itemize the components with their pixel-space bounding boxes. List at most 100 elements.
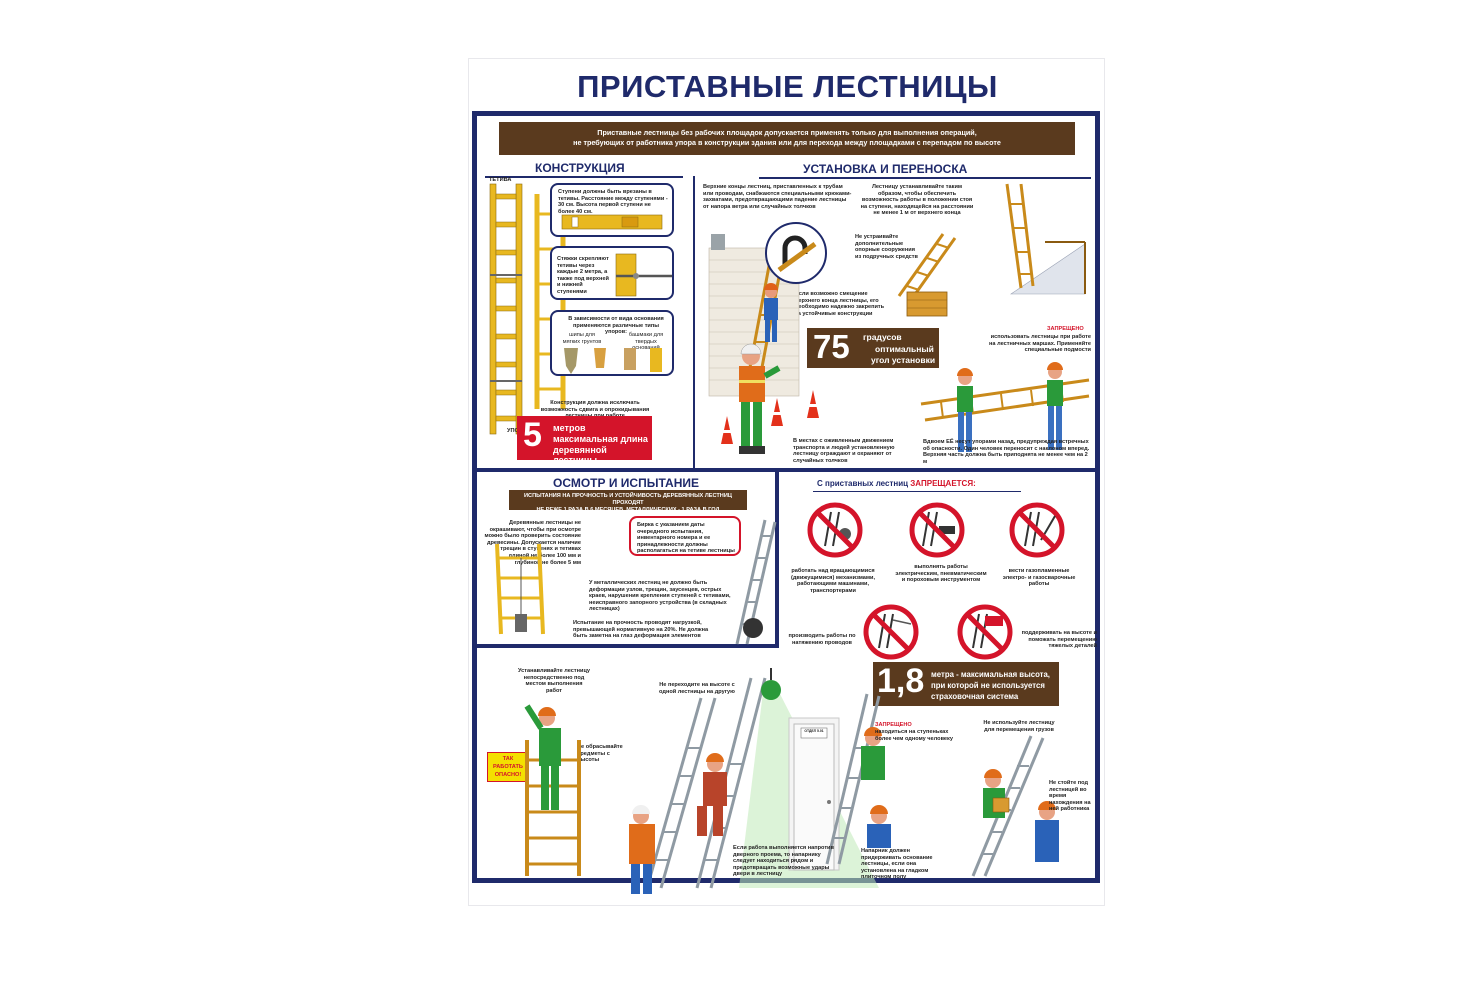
prohibited-heading-end: ЗАПРЕЩАЕТСЯ: [910, 479, 976, 488]
angle-text2: оптимальный [875, 344, 934, 354]
install-note6: В местах с оживленным движением транспор… [793, 438, 895, 464]
max-length-badge: 5 метров максимальная длина деревянной л… [517, 416, 652, 465]
install-note7: Вдвоем ЕЁ несут упорами назад, предупреж… [923, 439, 1090, 465]
max-height-number: 1,8 [877, 662, 925, 700]
callout-tag: Бирка с указанием даты очередного испыта… [629, 516, 741, 556]
prohibited-sign-machinery [807, 502, 863, 558]
workers-near-door [825, 693, 891, 865]
construction-note1: Ступени должны быть врезаны в тетивы. Ра… [558, 189, 668, 215]
angle-text3: угол установки [871, 355, 936, 365]
max-height-badge: 1,8 метра - максимальная высота, при кот… [873, 662, 1059, 706]
divider-mid-left [477, 468, 777, 472]
danger-sign: ТАК РАБОТАТЬ ОПАСНО! [487, 752, 529, 782]
inspection-banner-line1: ИСПЫТАНИЯ НА ПРОЧНОСТЬ И УСТОЙЧИВОСТЬ ДЕ… [524, 493, 732, 506]
prohibited-heading-start: С приставных лестниц [817, 479, 909, 488]
construction-note3-b: башмаки для твердых оснований [628, 332, 664, 352]
divider-mid-right [775, 468, 1099, 472]
hook-icon [777, 235, 817, 273]
install-forbidden-word: ЗАПРЕЩЕНО [1047, 326, 1084, 332]
prohibited-underline [813, 491, 1021, 492]
step-joint-icon [561, 214, 663, 230]
bottom-note7: Не используйте лестницу для перемещения … [983, 720, 1055, 733]
intro-banner-line2: не требующих от работника упора в констр… [573, 138, 1001, 147]
metal-ladder-test [735, 519, 777, 645]
divider-bottom [477, 644, 779, 648]
danger-sign-line2: РАБОТАТЬ [493, 764, 523, 770]
max-height-text3: страховочная система [931, 692, 1019, 701]
divider-vertical-mid [775, 468, 779, 646]
prohibited-item-0: работать над вращающимися (движущимися) … [790, 568, 876, 594]
callout-steps: Ступени должны быть врезаны в тетивы. Ра… [550, 183, 674, 237]
poster: ПРИСТАВНЫЕ ЛЕСТНИЦЫ Приставные лестницы … [468, 58, 1105, 906]
inspection-note4: Испытание на прочность проводят нагрузко… [573, 620, 709, 640]
construction-note2: Стяжки скрепляют тетивы через каждые 2 м… [557, 256, 609, 295]
construction-underline [485, 176, 683, 178]
bottom-note1: Устанавливайте лестницу непосредственно … [518, 668, 590, 694]
bottom-note6: Напарник должен придерживать основание л… [861, 848, 933, 881]
worker-carrying-box-on-ladder [971, 735, 1059, 877]
install-underline [759, 177, 1091, 179]
prohibited-sign-heavy-parts [957, 604, 1013, 660]
door-illustration [788, 717, 840, 871]
workers-two-ladders [629, 677, 767, 894]
door-sign-label: ОТДЕЛ 5.01 [804, 729, 824, 733]
construction-note3-title: В зависимости от вида основания применяю… [568, 316, 664, 336]
wooden-ladder-illustration [489, 183, 523, 435]
ladder-on-stairs [1005, 183, 1086, 295]
inspection-note2: Бирка с указанием даты очередного испыта… [637, 522, 735, 555]
max-length-number: 5 [523, 416, 542, 454]
worker-on-ladder [764, 283, 778, 342]
poster-frame: Приставные лестницы без рабочих площадок… [472, 111, 1100, 894]
max-length-text2: максимальная длина [553, 434, 648, 444]
bottom-note4: Если работа выполняется напротив дверног… [733, 845, 834, 878]
foot-types-icon [564, 348, 662, 374]
install-note3: Не устраивайте дополнительные опорные со… [855, 234, 918, 260]
inspection-banner: ИСПЫТАНИЯ НА ПРОЧНОСТЬ И УСТОЙЧИВОСТЬ ДЕ… [509, 490, 747, 513]
install-note5: использовать лестницы при работе на лест… [989, 334, 1091, 354]
construction-heading: КОНСТРУКЦИЯ [535, 161, 625, 175]
max-height-text2: при которой не используется [931, 681, 1045, 690]
ladder-on-crate [897, 233, 957, 317]
prohibited-item-3: производить работы по натяжению проводов [788, 633, 856, 646]
callout-ties: Стяжки скрепляют тетивы через каждые 2 м… [550, 246, 674, 300]
inspection-note3: У металлических лестниц не должно быть д… [589, 580, 731, 613]
inspection-banner-line2: НЕ РЕЖЕ 1 РАЗА В 6 МЕСЯЦЕВ, МЕТАЛЛИЧЕСКИ… [536, 507, 720, 513]
max-length-text1: метров [553, 423, 586, 433]
wooden-ladder-test [495, 543, 545, 635]
label-tetiva: ТЕТИВА [489, 177, 512, 183]
install-note1: Верхние концы лестниц, приставленных к т… [703, 184, 852, 210]
label-upor: УПОР [507, 428, 523, 434]
prohibited-sign-wires [863, 604, 919, 660]
angle-text1: градусов [863, 332, 902, 342]
max-length-text3: деревянной лестницы [553, 445, 607, 465]
bottom-note5: находиться на ступеньках более чем одном… [875, 729, 953, 742]
install-note4: Если возможно смещение верхнего конца ле… [795, 291, 885, 317]
callout-feet: В зависимости от вида основания применяю… [550, 310, 674, 376]
install-heading: УСТАНОВКА И ПЕРЕНОСКА [803, 162, 968, 176]
callout-hook [765, 222, 827, 284]
worker-on-wooden-ladder [524, 704, 581, 876]
bottom-note2: Не обрасывайте предметы с высоты [577, 744, 623, 764]
angle-number: 75 [813, 328, 850, 365]
tie-rod-icon [615, 253, 672, 297]
prohibited-heading: С приставных лестниц ЗАПРЕЩАЕТСЯ: [817, 479, 976, 488]
bottom-note8: Не стойте под лестницей во время нахожде… [1049, 780, 1091, 813]
bottom-note3: Не переходите на высоте с одной лестницы… [659, 682, 735, 695]
inspection-heading: ОСМОТР И ИСПЫТАНИЕ [553, 476, 699, 490]
poster-title: ПРИСТАВНЫЕ ЛЕСТНИЦЫ [577, 69, 998, 104]
prohibited-item-4: поддерживать на высоте и поможать переме… [1021, 630, 1097, 650]
angle-badge: 75 градусов оптимальный угол установки [807, 328, 939, 368]
intro-banner: Приставные лестницы без рабочих площадок… [499, 122, 1075, 155]
danger-sign-line3: ОПАСНО! [494, 772, 522, 778]
traffic-cones [721, 390, 819, 444]
max-height-text1: метра - максимальная высота, [931, 670, 1050, 679]
bottom-forbidden-word: ЗАПРЕЩЕНО [875, 722, 912, 728]
intro-banner-line1: Приставные лестницы без рабочих площадок… [597, 128, 977, 137]
prohibited-sign-welding [1009, 502, 1065, 558]
two-workers-carrying-ladder [920, 362, 1090, 452]
supervisor-worker [739, 343, 781, 454]
construction-note3-a: шипы для мягких грунтов [562, 332, 602, 345]
prohibited-sign-power-tool [909, 502, 965, 558]
column-divider [693, 176, 695, 468]
prohibited-item-2: вести газопламенные электро- и газосваро… [1002, 568, 1076, 588]
